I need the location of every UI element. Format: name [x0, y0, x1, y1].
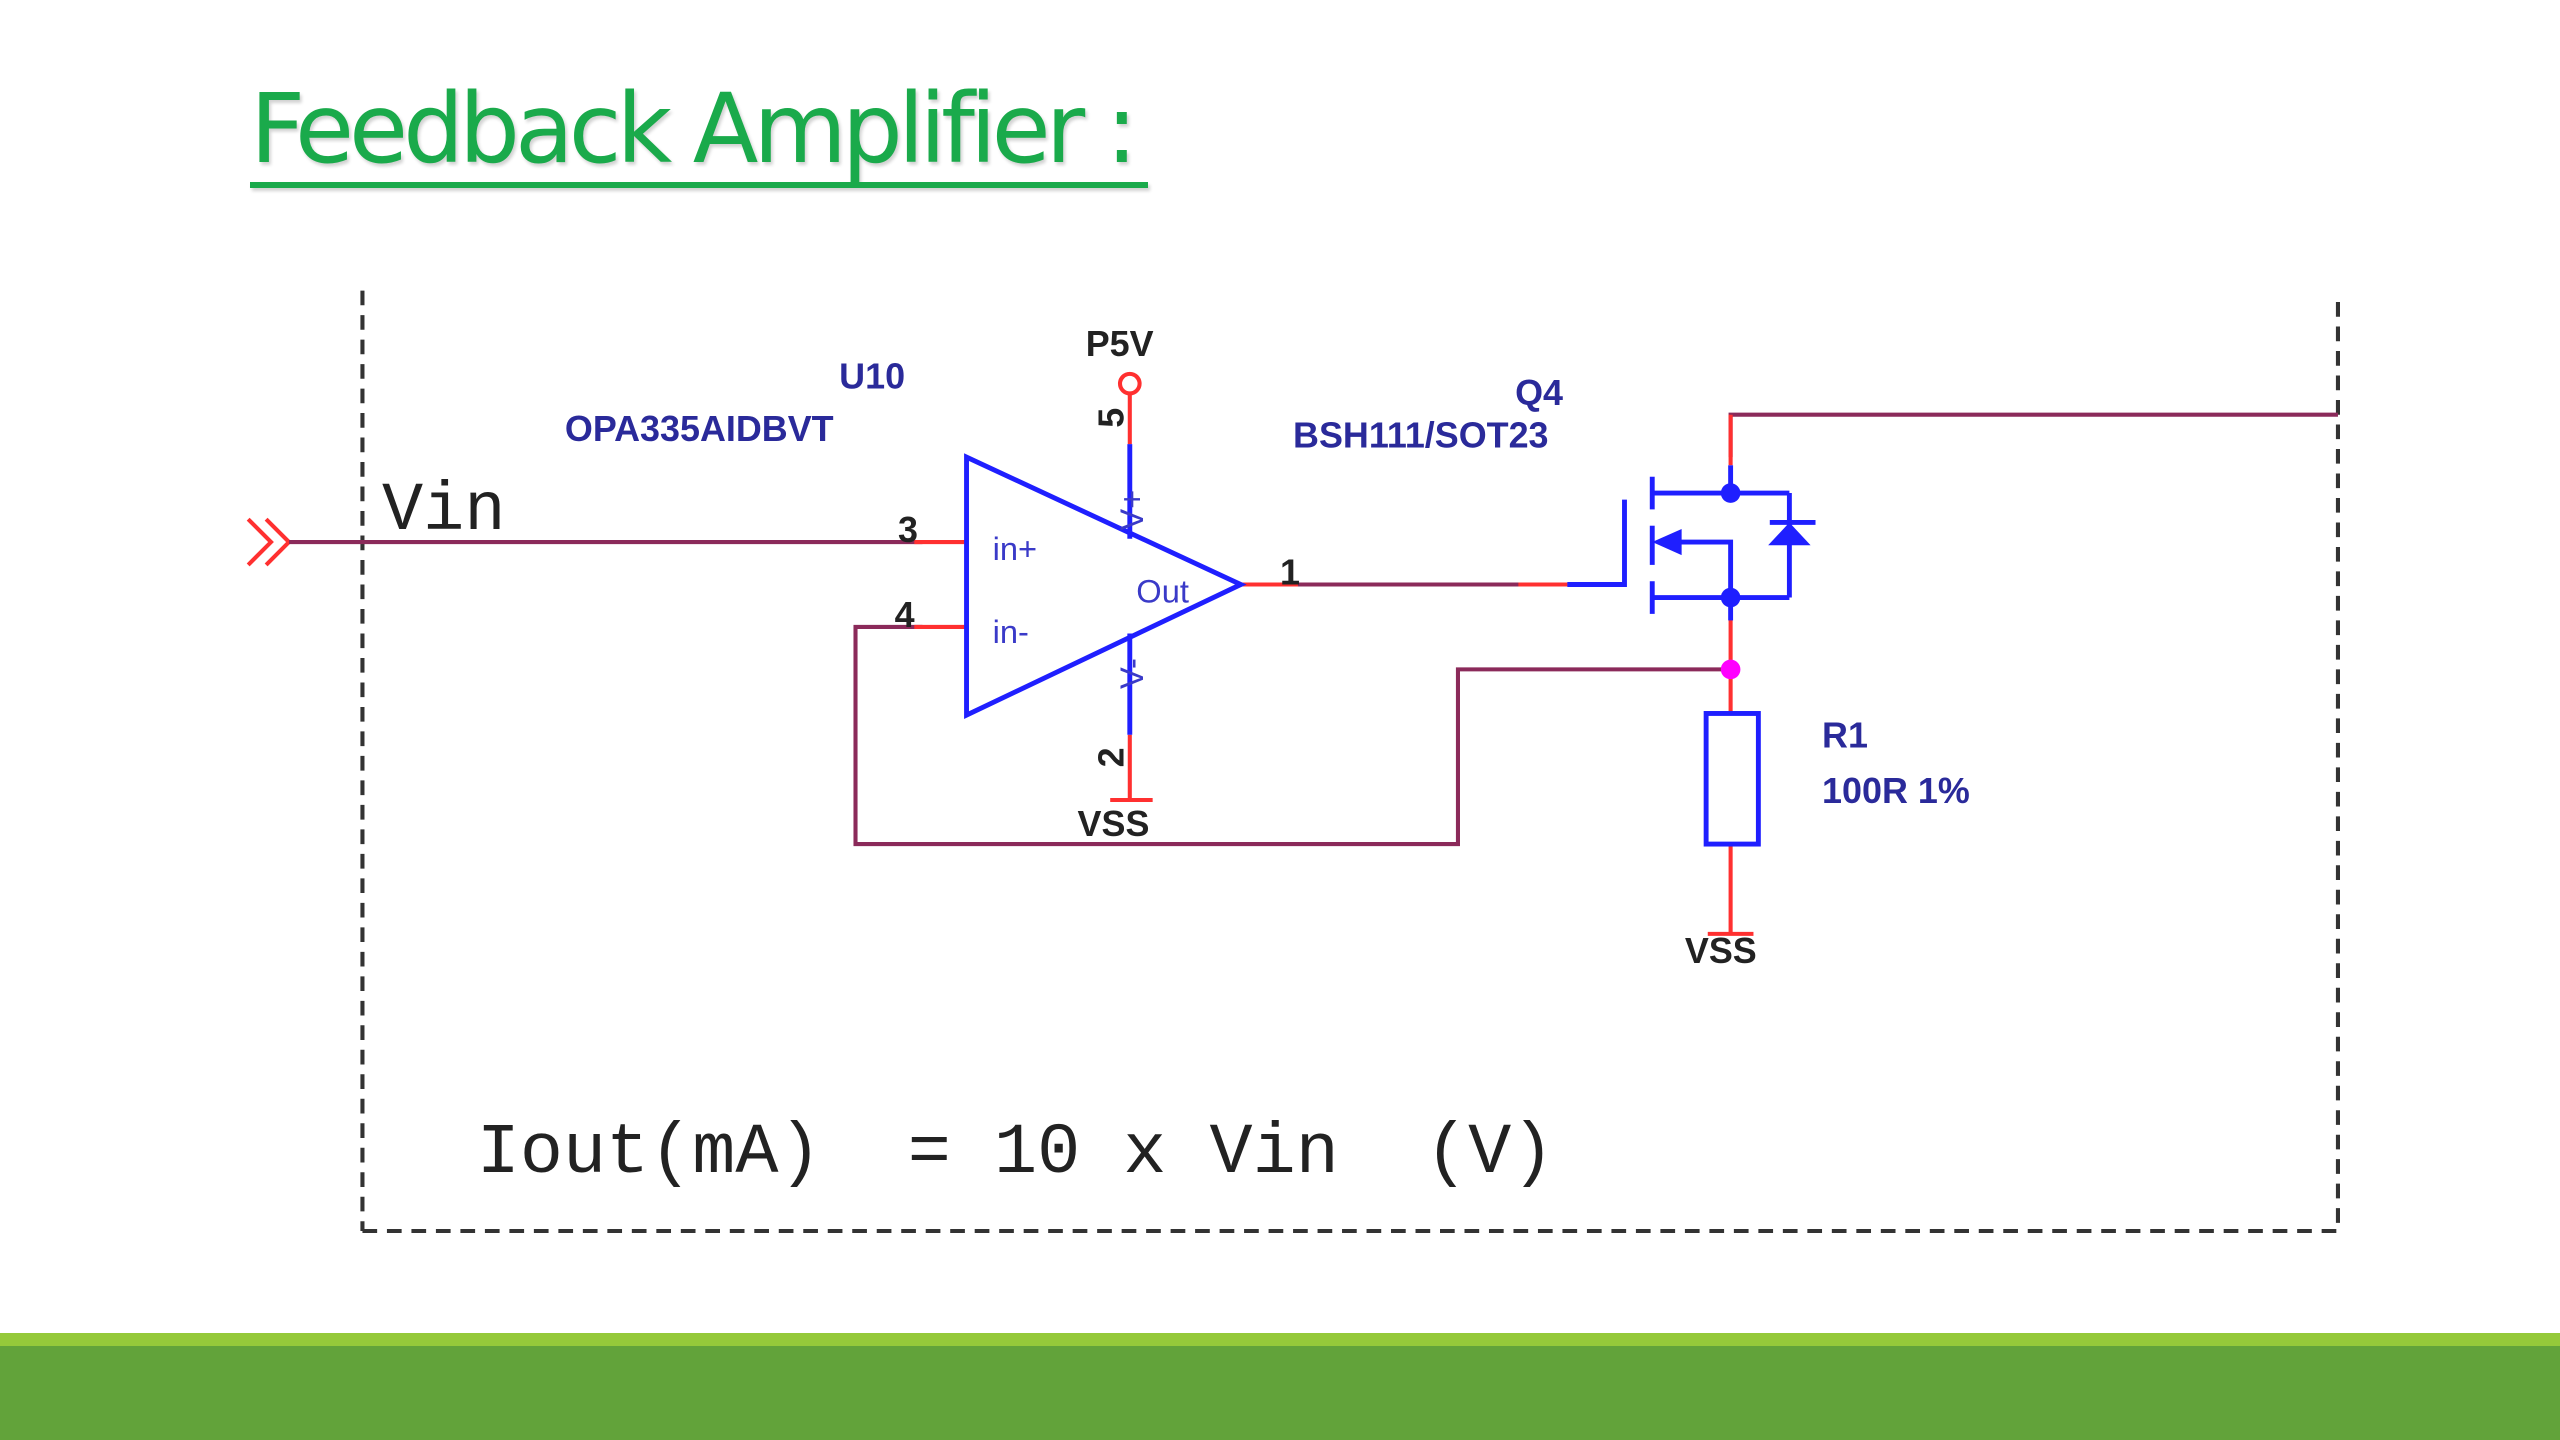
- resistor-vss-label: VSS: [1685, 930, 1757, 971]
- pin-stubs: [914, 391, 1754, 936]
- wire-feedback: [853, 624, 1731, 847]
- vin-label: Vin: [382, 472, 505, 550]
- supply-terminal-icon: [1117, 371, 1142, 396]
- supply-pos-label: P5V: [1086, 323, 1154, 364]
- pin-in-minus-num: 4: [895, 594, 915, 635]
- pin-out-name: Out: [1136, 572, 1189, 609]
- dashed-boundary: [360, 290, 2340, 1234]
- pin-vminus-name: V-: [1113, 658, 1150, 689]
- pin-out-num: 1: [1280, 551, 1300, 592]
- footer-band-light: [0, 1333, 2560, 1346]
- pin-in-plus-name: in+: [993, 530, 1037, 567]
- slide-title: Feedback Amplifier :: [250, 73, 1138, 185]
- opamp-vss-label: VSS: [1078, 803, 1150, 844]
- pin-in-minus-name: in-: [993, 613, 1029, 650]
- opamp-symbol: [964, 444, 1247, 735]
- mosfet-ref: Q4: [1515, 372, 1563, 413]
- pin-vplus-num: 5: [1090, 408, 1131, 428]
- mosfet-part: BSH111/SOT23: [1293, 414, 1548, 455]
- input-port-icon: [246, 517, 292, 567]
- resistor-ref: R1: [1822, 715, 1868, 756]
- junction-dot: [1720, 483, 1741, 503]
- resistor-symbol: [1703, 711, 1761, 847]
- pin-vminus-num: 2: [1090, 747, 1131, 767]
- footer-band-dark: [0, 1346, 2560, 1440]
- wires: [288, 412, 2338, 847]
- feedback-junction-dot: [1720, 659, 1741, 680]
- opamp-part: OPA335AIDBVT: [565, 408, 834, 449]
- pin-vplus-name: V+: [1113, 490, 1150, 531]
- body-diode-icon: [1768, 522, 1811, 546]
- title-underline: [250, 182, 1148, 188]
- mosfet-arrow-icon: [1652, 528, 1682, 556]
- formula-text: Iout(mA) = 10 x Vin (V): [477, 1112, 1555, 1194]
- resistor-value: 100R 1%: [1822, 770, 1970, 811]
- opamp-ref: U10: [839, 356, 905, 397]
- pin-in-plus-num: 3: [898, 509, 918, 550]
- wire-drain-out: [1728, 412, 2338, 458]
- junction-dot: [1720, 587, 1741, 608]
